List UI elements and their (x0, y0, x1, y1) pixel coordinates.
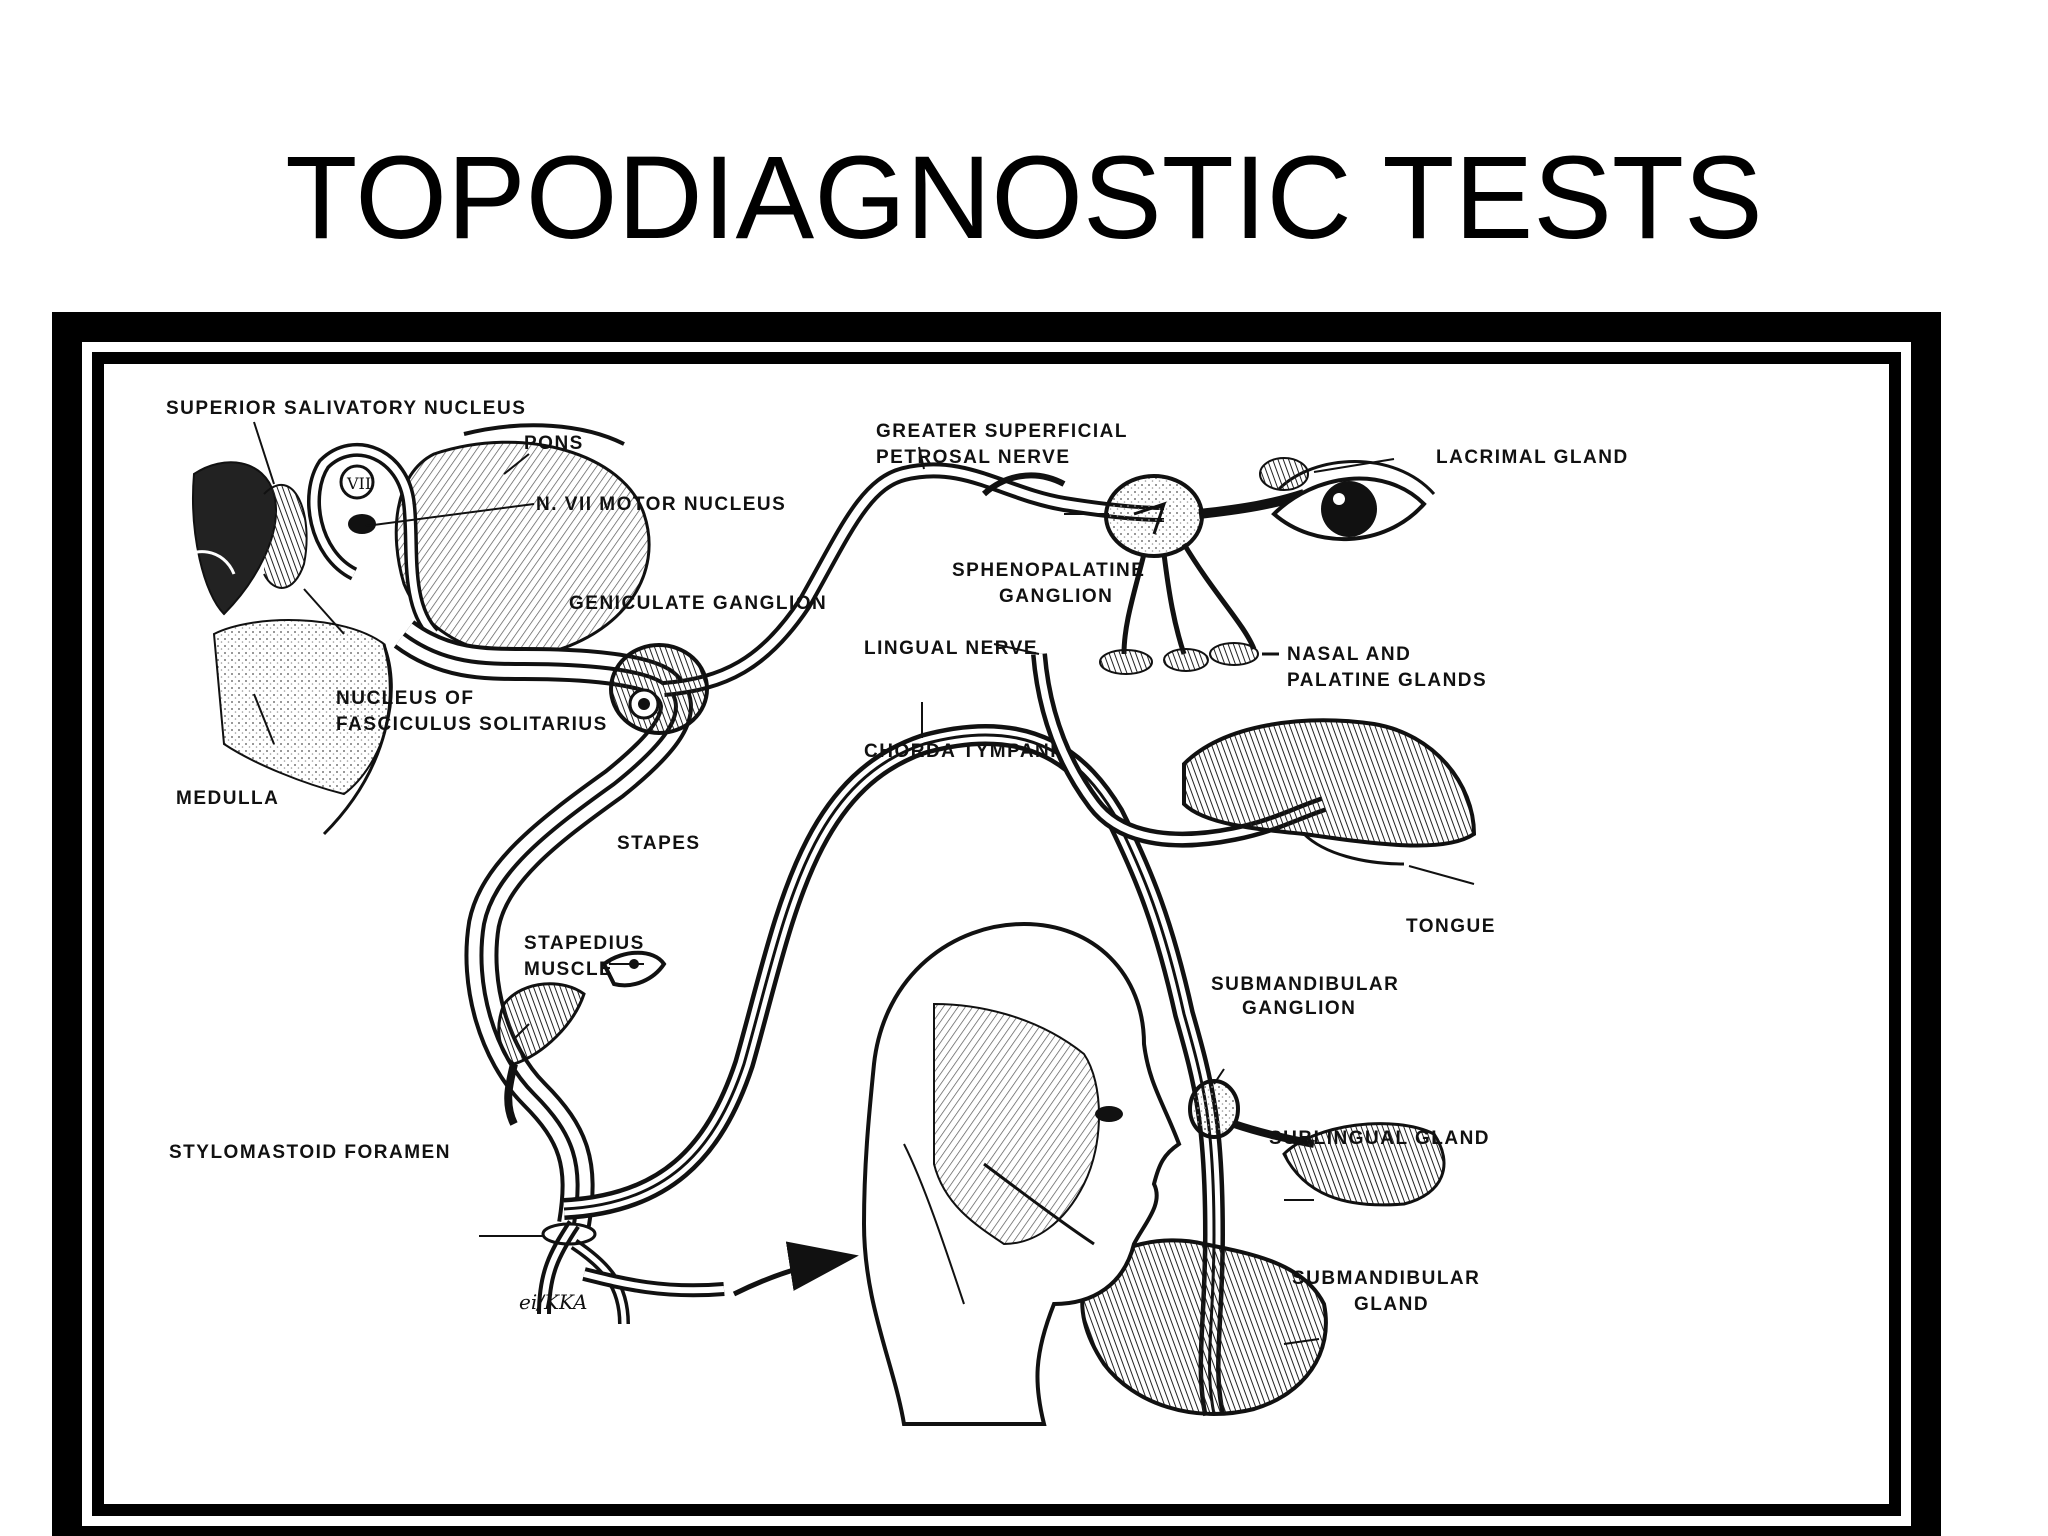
medulla-illustration (212, 619, 393, 836)
label-submandibular-gland-1: SUBMANDIBULAR (1292, 1268, 1480, 1289)
label-submandibular-gland-2: GLAND (1354, 1294, 1429, 1315)
leader-lines (253, 421, 1475, 1345)
facial-nerve-diagram: VII (166, 398, 1629, 1426)
label-pons: PONS (524, 433, 584, 454)
head-profile-illustration (861, 921, 1182, 1426)
tongue-illustration (1182, 718, 1477, 866)
stylomastoid-branches (537, 1220, 725, 1325)
label-submandibular-ganglion-2: GANGLION (1242, 998, 1356, 1019)
label-stapes: STAPES (617, 833, 701, 854)
label-palatine-glands: PALATINE GLANDS (1287, 670, 1487, 691)
sublingual-gland-illustration (1282, 1122, 1446, 1207)
greater-superficial-petrosal-nerve (663, 462, 1165, 697)
geniculate-ganglion-illustration (609, 643, 709, 735)
slide-title: TOPODIAGNOSTIC TESTS (285, 132, 1763, 264)
label-lacrimal-gland: LACRIMAL GLAND (1436, 447, 1629, 468)
label-n-vii-motor-nucleus: N. VII MOTOR NUCLEUS (536, 494, 786, 515)
label-geniculate-ganglion: GENICULATE GANGLION (569, 593, 827, 614)
chorda-tympani-nerve (563, 724, 1226, 1417)
label-fasciculus-solitarius: FASCICULUS SOLITARIUS (336, 714, 608, 735)
label-chorda-tympani: CHORDA TYMPANI (864, 741, 1057, 762)
label-superior-salivatory-nucleus: SUPERIOR SALIVATORY NUCLEUS (166, 398, 526, 419)
label-ganglion-sphenopalatine: GANGLION (999, 586, 1113, 607)
label-sphenopalatine: SPHENOPALATINE (952, 560, 1145, 581)
label-nasal-and: NASAL AND (1287, 644, 1411, 665)
label-stapedius: STAPEDIUS (524, 933, 645, 954)
label-tongue: TONGUE (1406, 916, 1496, 937)
diagram-panel: VII (104, 364, 1889, 1504)
label-petrosal-nerve: PETROSAL NERVE (876, 447, 1071, 468)
nucleus-numeral: VII (346, 474, 371, 493)
stapes-illustration (601, 950, 667, 988)
nasal-palatine-glands-illustration (1099, 642, 1279, 675)
label-medulla: MEDULLA (176, 788, 279, 809)
diagram-frame: VII (52, 312, 1941, 1536)
motor-nucleus-loop: VII (307, 442, 440, 639)
facial-nerve-main-trunk (393, 620, 693, 1227)
brainstem-section (172, 461, 308, 616)
label-greater-superficial: GREATER SUPERFICIAL (876, 421, 1128, 442)
label-submandibular-ganglion-1: SUBMANDIBULAR (1211, 974, 1399, 995)
label-nucleus-of: NUCLEUS OF (336, 688, 475, 709)
pons-illustration (394, 423, 651, 658)
label-sublingual-gland: SUBLINGUAL GLAND (1269, 1128, 1490, 1149)
label-lingual-nerve: LINGUAL NERVE (864, 638, 1038, 659)
stapedius-muscle-illustration (497, 982, 586, 1126)
eye-illustration (1259, 457, 1436, 541)
submandibular-gland-illustration (1080, 1238, 1328, 1416)
artist-signature: ei/KKA (519, 1290, 588, 1314)
label-muscle: MUSCLE (524, 959, 613, 980)
direction-arrow (732, 1241, 859, 1297)
label-stylomastoid-foramen: STYLOMASTOID FORAMEN (169, 1142, 451, 1163)
